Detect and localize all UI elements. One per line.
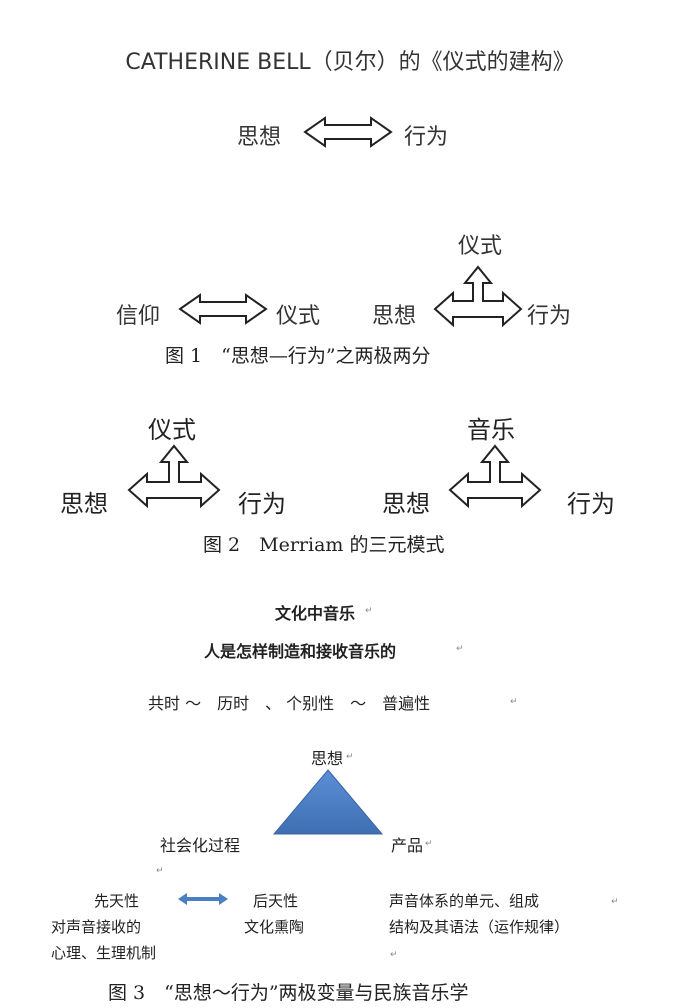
label-behavior: 行为 [404,125,449,150]
triad-a-left-label: 思想 [60,490,108,518]
innate-description-line-2: 心理、生理机制 [51,944,157,962]
return-mark: ↵ [390,950,398,960]
triad-b-right-label: 行为 [567,490,615,518]
return-mark: ↵ [346,752,354,762]
triple-arrow-icon [433,265,523,328]
return-mark: ↵ [456,644,464,654]
return-mark: ↵ [510,697,518,707]
innate-label: 先天性 [94,892,140,910]
triad-top-label: 仪式 [458,234,503,259]
return-mark: ↵ [611,897,619,907]
triad-a-top-label: 仪式 [148,416,196,444]
double-arrow-icon [303,116,393,148]
triad-a-right-label: 行为 [238,490,286,518]
label-ritual: 仪式 [276,304,321,329]
figure-3-title: 文化中音乐 [275,604,356,623]
triad-left-label: 思想 [372,304,417,329]
triangle-apex-label: 思想 [311,749,344,768]
bidirectional-arrow-icon [178,893,228,905]
triad-b-top-label: 音乐 [467,416,515,444]
figure-3-dimensions: 共时 ～ 历时 、 个别性 ～ 普遍性 [148,694,431,713]
triangle-right-label: 产品 [391,836,424,855]
product-description-line-2: 结构及其语法（运作规律） [389,918,570,936]
page-title: CATHERINE BELL（贝尔）的《仪式的建构》 [125,50,575,75]
figure-1-caption: 图 1 “思想—行为”之两极两分 [165,345,431,367]
acquired-description: 文化熏陶 [244,918,305,936]
return-mark: ↵ [365,606,373,616]
triad-b-left-label: 思想 [382,490,430,518]
figure-2-caption: 图 2 Merriam 的三元模式 [203,534,445,556]
triad-right-label: 行为 [527,304,572,329]
figure-3-subtitle: 人是怎样制造和接收音乐的 [204,642,397,661]
acquired-label: 后天性 [253,892,299,910]
triple-arrow-icon [127,444,221,509]
label-belief: 信仰 [116,304,161,329]
innate-description-line-1: 对声音接收的 [51,918,142,936]
figure-3-caption: 图 3 “思想～行为”两极变量与民族音乐学 [108,982,469,1004]
return-mark: ↵ [156,866,164,876]
double-arrow-icon [178,293,268,325]
triangle-left-label: 社会化过程 [160,836,241,855]
triple-arrow-icon [448,444,542,509]
concept-triangle [272,769,384,835]
label-thought: 思想 [237,125,282,150]
product-description-line-1: 声音体系的单元、组成 [389,892,540,910]
return-mark: ↵ [425,839,433,849]
